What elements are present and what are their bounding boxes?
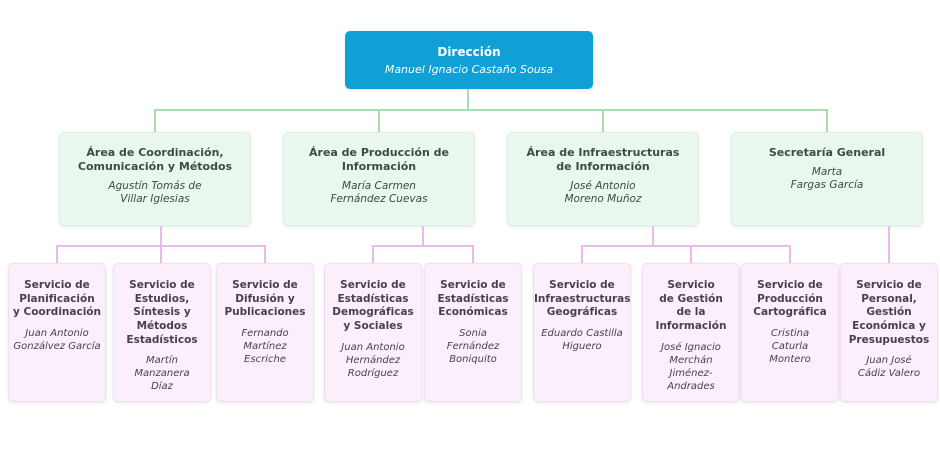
connector-root-drop [467,89,469,111]
connector-level1-horizontal [154,109,828,111]
connector-area2-stub [378,109,380,132]
org-node-direccion[interactable]: Dirección Manuel Ignacio Castaño Sousa [345,31,593,89]
connector-group2-drop [422,226,424,247]
node-person: Manuel Ignacio Castaño Sousa [384,62,554,76]
node-title: Secretaría General [768,146,886,159]
connector-group4-drop [888,226,890,263]
connector-service3-stub [264,245,266,263]
node-title: Área de Coordinación,Comunicación y Méto… [77,146,233,173]
connector-service1-stub [56,245,58,263]
connector-service7-stub [690,245,692,263]
connector-group3-drop [652,226,654,247]
connector-service4-stub [372,245,374,263]
connector-group1-drop [160,226,162,247]
connector-area1-stub [154,109,156,132]
connector-service5-stub [472,245,474,263]
connector-group3-horizontal [581,245,791,247]
connector-service8-stub [789,245,791,263]
connector-area3-stub [602,109,604,132]
connector-area4-stub [826,109,828,132]
connector-group2-horizontal [372,245,474,247]
node-title: Dirección [437,44,501,59]
connector-service6-stub [581,245,583,263]
org-node-area-coordinacion-comunicacion-metodos[interactable]: Área de Coordinación,Comunicación y Méto… [59,132,251,226]
connector-service2-stub [160,245,162,263]
